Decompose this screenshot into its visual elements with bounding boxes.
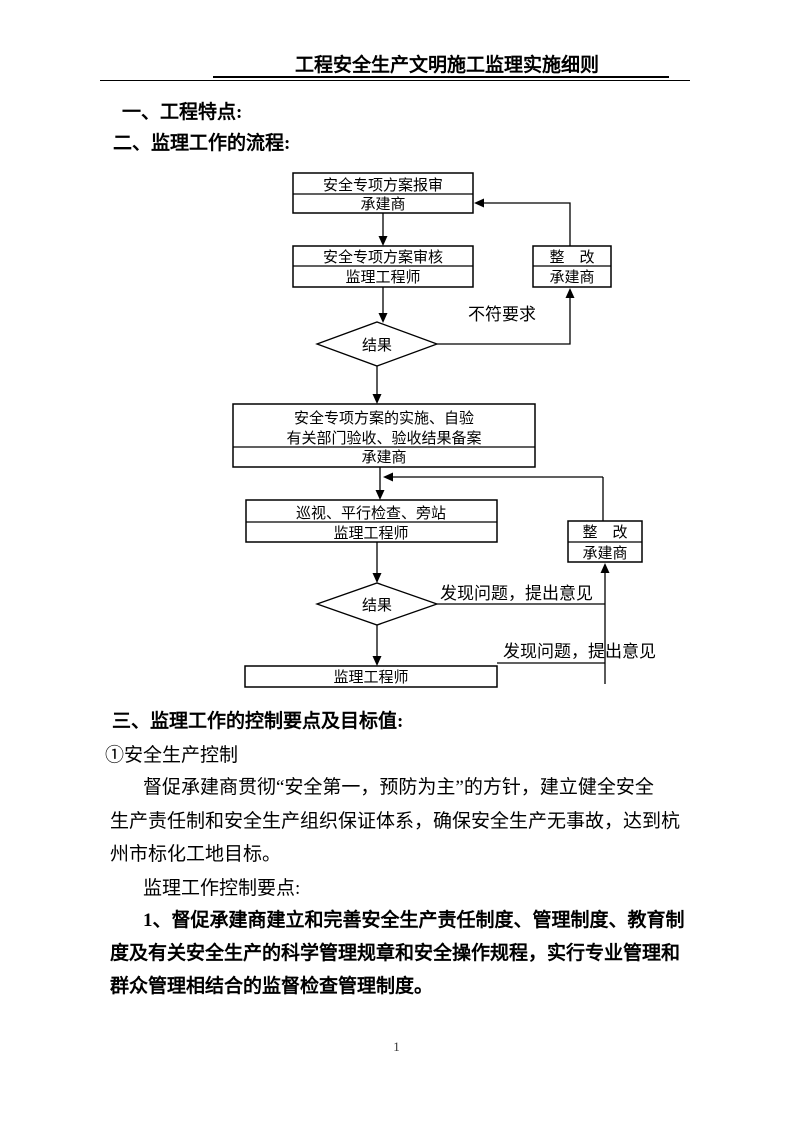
flow-box-implementation-actor: 承建商 <box>361 449 406 466</box>
header-rule <box>100 80 690 81</box>
flow-box-plan-review-title: 安全专项方案审核 <box>323 248 443 266</box>
heading-project-features: 一、工程特点: <box>122 102 243 123</box>
flow-box-implementation: 安全专项方案的实施、自验 有关部门验收、验收结果备案 承建商 <box>232 403 536 468</box>
flowchart: 安全专项方案报审 承建商 安全专项方案审核 监理工程师 整 改 承建商 <box>232 172 656 688</box>
flow-decision2: 结果 <box>315 582 439 626</box>
connector-rework1-box1 <box>483 202 571 246</box>
arrowhead-box1 <box>474 198 484 208</box>
document-title: 工程安全生产文明施工监理实施细则 <box>295 55 600 76</box>
arrowhead-box2 <box>378 236 388 246</box>
para3-line3: 群众管理相结合的监督检查管理制度。 <box>110 976 434 997</box>
flow-box-plan-review: 安全专项方案审核 监理工程师 <box>292 245 474 288</box>
heading-control-points: 三、监理工作的控制要点及目标值: <box>112 711 404 732</box>
arrowhead-rework2 <box>600 563 610 573</box>
arrowhead-return-join <box>383 472 393 482</box>
para2-line1: 监理工作控制要点: <box>143 878 301 899</box>
flow-box-rework1: 整 改 承建商 <box>532 245 612 288</box>
flow-box-rework1-title: 整 改 <box>549 249 594 266</box>
arrowhead-bigbox <box>372 394 382 404</box>
subheading-safety-control: ①安全生产控制 <box>105 745 239 766</box>
para3-line1: 1、督促承建商建立和完善安全生产责任制度、管理制度、教育制 <box>143 910 685 931</box>
arrowhead-decision1 <box>378 313 388 323</box>
flow-box-plan-submit-title: 安全专项方案报审 <box>323 176 443 194</box>
heading-supervision-flow: 二、监理工作的流程: <box>113 133 291 154</box>
para1-line1: 督促承建商贯彻“安全第一，预防为主”的方针，建立健全安全 <box>143 777 654 798</box>
edge-label-fail: 不符要求 <box>468 305 536 324</box>
flow-box-patrol-actor: 监理工程师 <box>333 525 408 542</box>
flow-box-implementation-line2: 有关部门验收、验收结果备案 <box>286 429 481 447</box>
arrowhead-box3 <box>375 490 385 500</box>
page-number: 1 <box>393 1039 400 1054</box>
para1-line2: 生产责任制和安全生产组织保证体系，确保安全生产无事故，达到杭 <box>110 811 681 832</box>
flow-box-engineer-actor: 监理工程师 <box>333 669 408 686</box>
flow-box-rework1-actor: 承建商 <box>549 269 594 286</box>
flow-box-implementation-line1: 安全专项方案的实施、自验 <box>294 409 474 427</box>
edge-label-issue1: 发现问题，提出意见 <box>440 584 593 603</box>
para3-line2: 度及有关安全生产的科学管理规章和安全操作规程，实行专业管理和 <box>110 943 681 964</box>
arrowhead-decision2 <box>372 573 382 583</box>
flow-decision1-label: 结果 <box>362 337 392 354</box>
flow-box-rework2-actor: 承建商 <box>582 545 627 562</box>
edge-label-issue2: 发现问题，提出意见 <box>503 642 656 661</box>
flow-box-patrol-title: 巡视、平行检查、旁站 <box>296 505 446 522</box>
arrowhead-rework1 <box>565 288 575 298</box>
para1-line3: 州市标化工地目标。 <box>110 844 282 865</box>
connector-decision1-rework1 <box>437 297 571 345</box>
flow-box-patrol: 巡视、平行检查、旁站 监理工程师 <box>245 499 498 543</box>
flow-decision1: 结果 <box>315 321 439 367</box>
flow-box-rework2: 整 改 承建商 <box>567 520 643 563</box>
flow-box-plan-submit-actor: 承建商 <box>360 196 405 213</box>
flow-box-rework2-title: 整 改 <box>582 524 627 541</box>
flow-decision2-label: 结果 <box>362 597 392 614</box>
flow-box-plan-review-actor: 监理工程师 <box>345 269 420 286</box>
arrowhead-box4 <box>372 656 382 666</box>
flow-box-plan-submit: 安全专项方案报审 承建商 <box>292 172 474 214</box>
header: 工程安全生产文明施工监理实施细则 <box>213 55 670 78</box>
flow-box-engineer: 监理工程师 <box>244 665 498 688</box>
